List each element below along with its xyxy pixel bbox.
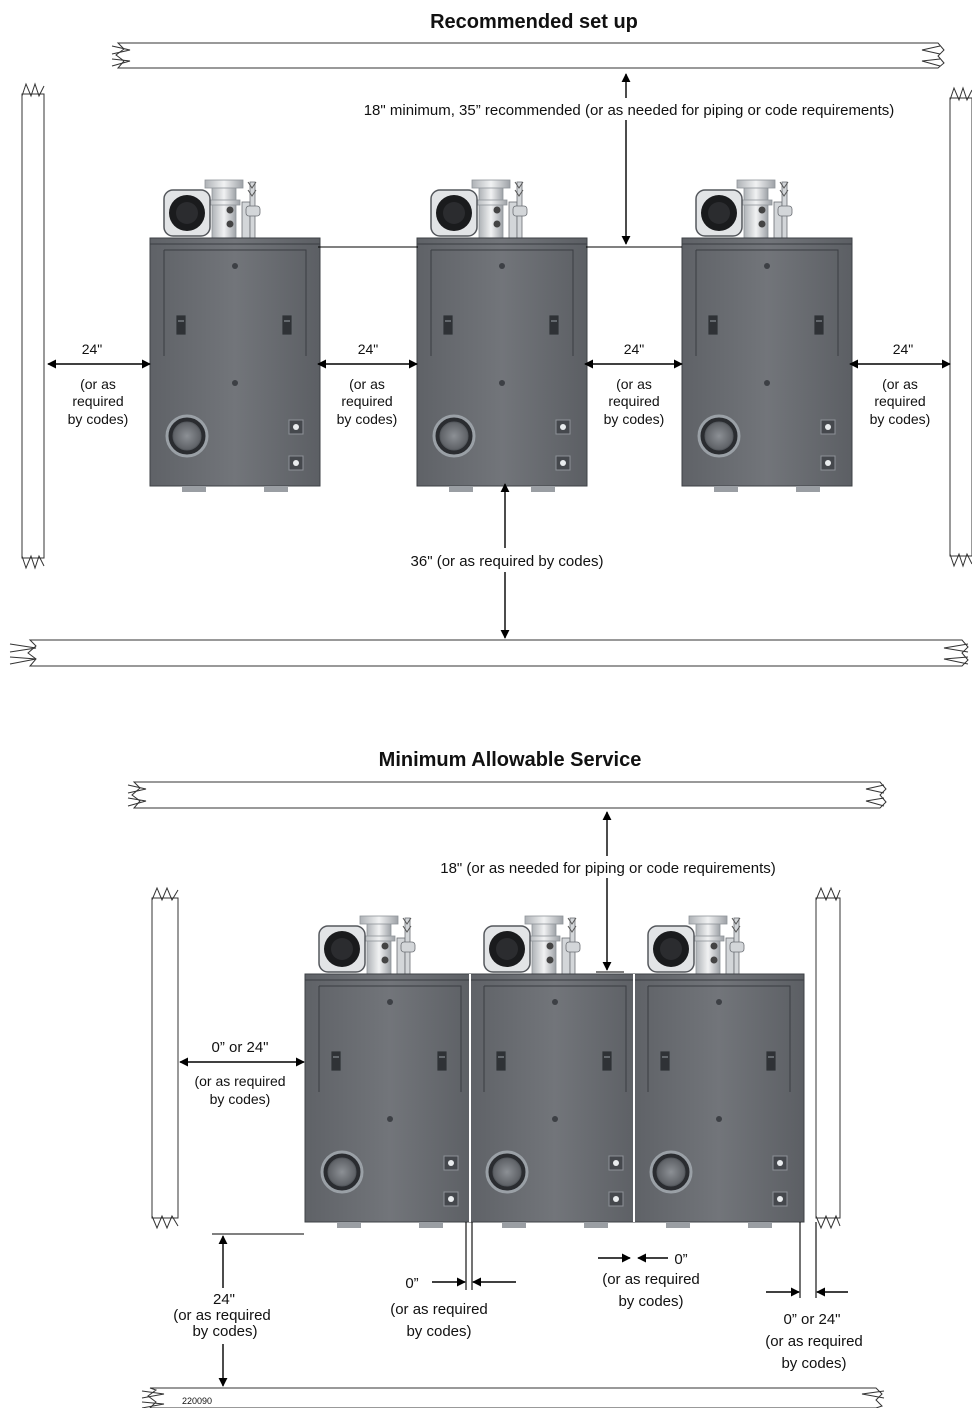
drawing-number: 220090 bbox=[182, 1396, 212, 1406]
svg-text:(or as required: (or as required bbox=[173, 1307, 271, 1324]
front-wall-upper bbox=[9, 639, 969, 667]
boiler-unit-2 bbox=[415, 178, 589, 494]
side-clearance-label-1: 24" (or as required by codes) bbox=[68, 341, 129, 427]
boiler-unit-5 bbox=[468, 914, 642, 1230]
side-clearance-label-2: 24" (or as required by codes) bbox=[337, 341, 398, 427]
svg-text:by codes): by codes) bbox=[210, 1091, 271, 1107]
svg-text:(or as: (or as bbox=[616, 376, 652, 392]
svg-text:by codes): by codes) bbox=[781, 1355, 846, 1372]
side-clearance-label-4: 24" (or as required by codes) bbox=[870, 341, 931, 427]
svg-text:required: required bbox=[608, 393, 659, 409]
side-clearance-label-3: 24" (or as required by codes) bbox=[604, 341, 665, 427]
svg-text:(or as required: (or as required bbox=[602, 1271, 700, 1288]
svg-text:24": 24" bbox=[624, 341, 645, 357]
svg-text:required: required bbox=[72, 393, 123, 409]
svg-text:by codes): by codes) bbox=[192, 1323, 257, 1340]
gap-1-label: 0” (or as required by codes) bbox=[390, 1275, 488, 1340]
recommended-setup-title: Recommended set up bbox=[430, 11, 638, 33]
svg-text:by codes): by codes) bbox=[68, 411, 129, 427]
boiler-unit-4 bbox=[303, 914, 477, 1230]
svg-text:24": 24" bbox=[893, 341, 914, 357]
top-wall-lower bbox=[127, 781, 887, 809]
svg-text:(or as: (or as bbox=[349, 376, 385, 392]
left-wall-upper bbox=[21, 82, 45, 570]
min-right-clearance-label: 0” or 24" (or as required by codes) bbox=[765, 1311, 863, 1372]
top-clearance-label: 18" minimum, 35” recommended (or as need… bbox=[364, 102, 895, 119]
svg-text:24": 24" bbox=[358, 341, 379, 357]
svg-text:(or as required: (or as required bbox=[194, 1073, 285, 1089]
min-front-clearance-label: 24" (or as required by codes) bbox=[173, 1291, 271, 1340]
svg-text:24": 24" bbox=[82, 341, 103, 357]
svg-text:by codes): by codes) bbox=[870, 411, 931, 427]
left-wall-lower bbox=[151, 886, 179, 1230]
svg-text:by codes): by codes) bbox=[406, 1323, 471, 1340]
svg-text:(or as: (or as bbox=[882, 376, 918, 392]
svg-text:0” or 24": 0” or 24" bbox=[783, 1311, 840, 1328]
min-left-clearance-label: 0” or 24" (or as required by codes) bbox=[194, 1039, 285, 1107]
right-wall-upper bbox=[949, 86, 972, 568]
svg-text:required: required bbox=[874, 393, 925, 409]
minimum-service-title: Minimum Allowable Service bbox=[379, 749, 642, 771]
svg-text:by codes): by codes) bbox=[604, 411, 665, 427]
svg-text:by codes): by codes) bbox=[337, 411, 398, 427]
front-wall-lower bbox=[141, 1387, 885, 1408]
front-clearance-label: 36" (or as required by codes) bbox=[411, 553, 604, 570]
top-wall-upper bbox=[111, 42, 945, 69]
min-top-clearance-label: 18" (or as needed for piping or code req… bbox=[440, 860, 776, 877]
svg-text:0”: 0” bbox=[674, 1251, 687, 1268]
boiler-unit-6 bbox=[632, 914, 806, 1230]
boiler-unit-1 bbox=[148, 178, 322, 494]
svg-text:24": 24" bbox=[213, 1291, 235, 1308]
svg-text:0” or 24": 0” or 24" bbox=[211, 1039, 268, 1056]
boiler-unit-3 bbox=[680, 178, 854, 494]
svg-text:(or as: (or as bbox=[80, 376, 116, 392]
gap-2-label: 0” (or as required by codes) bbox=[602, 1251, 700, 1310]
svg-text:by codes): by codes) bbox=[618, 1293, 683, 1310]
right-wall-lower bbox=[815, 886, 841, 1230]
svg-text:(or as required: (or as required bbox=[765, 1333, 863, 1350]
svg-text:required: required bbox=[341, 393, 392, 409]
svg-text:(or as required: (or as required bbox=[390, 1301, 488, 1318]
svg-text:0”: 0” bbox=[405, 1275, 418, 1292]
